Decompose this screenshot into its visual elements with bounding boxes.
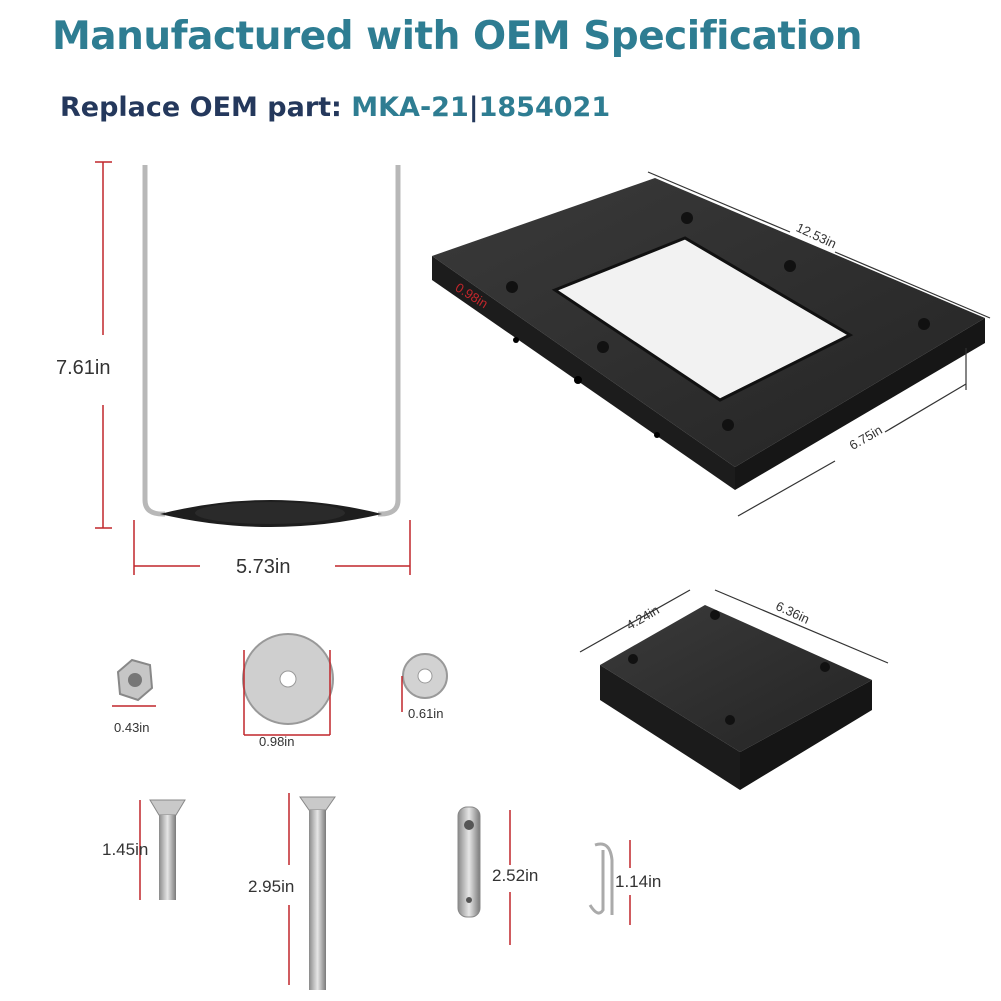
large-washer [242, 633, 334, 725]
fastener-dimension-lines [139, 793, 631, 985]
handle-bar [142, 165, 401, 527]
large-plate-dimension-lines [647, 171, 991, 517]
short-bolt-label: 1.45in [102, 840, 149, 859]
small-washer-label: 0.61in [408, 706, 444, 721]
clip-length-label: 1.14in [615, 872, 662, 891]
part-number-a: MKA-21 [351, 92, 469, 123]
large-mounting-plate [432, 178, 985, 490]
handle-height-label: 7.61in [56, 357, 111, 379]
handle-width-label: 5.73in [236, 556, 291, 578]
long-bolt [299, 796, 336, 990]
hair-pin-clip [588, 842, 614, 915]
page-title: Manufactured with OEM Specification [52, 14, 863, 59]
small-mounting-plate [600, 605, 872, 790]
handle-dimension-lines [95, 161, 411, 575]
hardware-dimension-lines [112, 650, 403, 736]
large-washer-label: 0.98in [259, 734, 295, 749]
subtitle-prefix: Replace OEM part: [60, 92, 352, 123]
replacement-part-line: Replace OEM part: MKA-21|1854021 [60, 92, 610, 123]
lock-nut [116, 658, 154, 702]
pin-length-label: 2.52in [492, 866, 539, 885]
small-washer [402, 653, 448, 699]
short-bolt [149, 799, 186, 900]
part-separator: | [468, 92, 479, 123]
small-plate-dimension-lines [579, 589, 889, 664]
hitch-pin [457, 806, 481, 918]
part-number-b: 1854021 [478, 92, 611, 123]
long-bolt-label: 2.95in [248, 877, 295, 896]
nut-size-label: 0.43in [114, 720, 150, 735]
